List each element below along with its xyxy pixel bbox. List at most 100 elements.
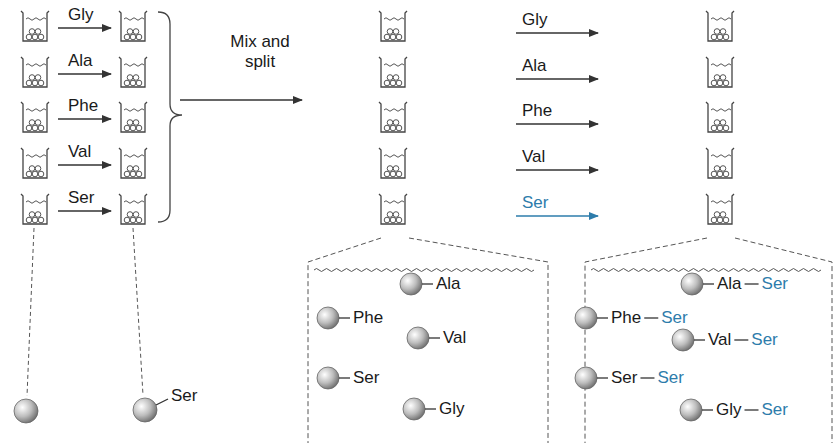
resin-bead (680, 399, 702, 421)
amino-acid-label: Phe (522, 101, 552, 121)
residue-label: Ala (717, 274, 742, 294)
beaker (21, 11, 49, 41)
beaker (21, 148, 49, 178)
beaker-group (21, 11, 734, 224)
reaction-arrow (516, 123, 598, 124)
amino-acid-label: Gly (522, 10, 548, 30)
residue-label: Phe (353, 308, 383, 328)
reaction-arrow (58, 27, 111, 28)
resin-bead (133, 398, 157, 422)
residue-label: Val (708, 330, 731, 350)
reaction-arrow (58, 73, 111, 74)
reaction-arrow (516, 78, 598, 79)
reaction-arrow (516, 215, 598, 216)
residue-label: Phe (611, 308, 641, 328)
resin-bead (575, 367, 597, 389)
beaker (706, 57, 734, 87)
resin-bead (317, 367, 339, 389)
amino-acid-label: Val (522, 147, 545, 167)
bond-line (597, 377, 608, 378)
bond-line (339, 377, 350, 378)
bead-group (317, 273, 703, 421)
amino-acid-label: Ala (522, 56, 547, 76)
residue-label: Val (443, 328, 466, 348)
beaker (379, 11, 407, 41)
amino-acid-label: Phe (68, 96, 98, 116)
beaker (119, 57, 147, 87)
zoom-outline (585, 238, 832, 443)
resin-bead (407, 327, 429, 349)
bond-line (694, 339, 705, 340)
resin-bead (681, 273, 703, 295)
beaker (119, 194, 147, 224)
bond-line (745, 283, 759, 284)
bond-line (156, 399, 168, 405)
bond-line (422, 283, 433, 284)
beaker (119, 102, 147, 132)
beaker (379, 102, 407, 132)
amino-acid-label: Ser (522, 193, 548, 213)
bond-line (734, 339, 748, 340)
beaker (379, 148, 407, 178)
resin-bead (400, 273, 422, 295)
residue-label: Ser (762, 400, 788, 420)
bond-line (644, 317, 658, 318)
beaker (706, 194, 734, 224)
resin-bead (672, 329, 694, 351)
bond-line (339, 317, 350, 318)
bond-line (745, 409, 759, 410)
beaker (379, 57, 407, 87)
resin-bead (14, 399, 38, 423)
mix-arrow (180, 99, 302, 100)
bond-group (339, 284, 759, 410)
reaction-arrow (516, 169, 598, 170)
bond-line (703, 283, 714, 284)
leader-line (133, 228, 143, 395)
reaction-arrow (58, 118, 111, 119)
bond-line (702, 409, 713, 410)
residue-label: Ser (657, 368, 683, 388)
zoom-outline (308, 238, 548, 443)
solvent-line (591, 269, 821, 272)
amino-acid-label: Val (68, 142, 91, 162)
bond-line (640, 377, 654, 378)
beaker (706, 102, 734, 132)
arrow-group (58, 28, 598, 216)
amino-acid-label: Ser (68, 188, 94, 208)
reaction-arrow (516, 32, 598, 33)
amino-acid-label: Gly (68, 5, 94, 25)
reaction-arrow (58, 164, 111, 165)
resin-bead (575, 307, 597, 329)
bond-line (597, 317, 608, 318)
leader-line (27, 228, 34, 396)
residue-label: Ala (436, 274, 461, 294)
residue-label: Ser (353, 368, 379, 388)
amino-acid-label: Ala (68, 51, 93, 71)
beaker (21, 102, 49, 132)
step-label: Mix and split (224, 32, 296, 72)
residue-label: Ser (611, 368, 637, 388)
residue-label: Ser (661, 308, 687, 328)
zoom-panel: AlaSerPheSerValSerSerSerGlySer (586, 263, 831, 443)
resin-bead (403, 398, 425, 420)
reaction-arrow (58, 210, 111, 211)
solvent-line (314, 269, 534, 272)
beaker (119, 148, 147, 178)
bond-line (425, 408, 436, 409)
resin-bead (317, 307, 339, 329)
beaker (706, 148, 734, 178)
amino-acid-label: Ser (171, 386, 197, 406)
residue-label: Ser (751, 330, 777, 350)
residue-label: Ser (762, 274, 788, 294)
beaker (706, 11, 734, 41)
bracket (158, 12, 182, 222)
zoom-panel: AlaPheValSerGly (309, 263, 547, 443)
beaker (21, 194, 49, 224)
beaker (21, 57, 49, 87)
beaker (119, 11, 147, 41)
bond-line (429, 337, 440, 338)
residue-label: Gly (716, 400, 742, 420)
beaker (379, 194, 407, 224)
